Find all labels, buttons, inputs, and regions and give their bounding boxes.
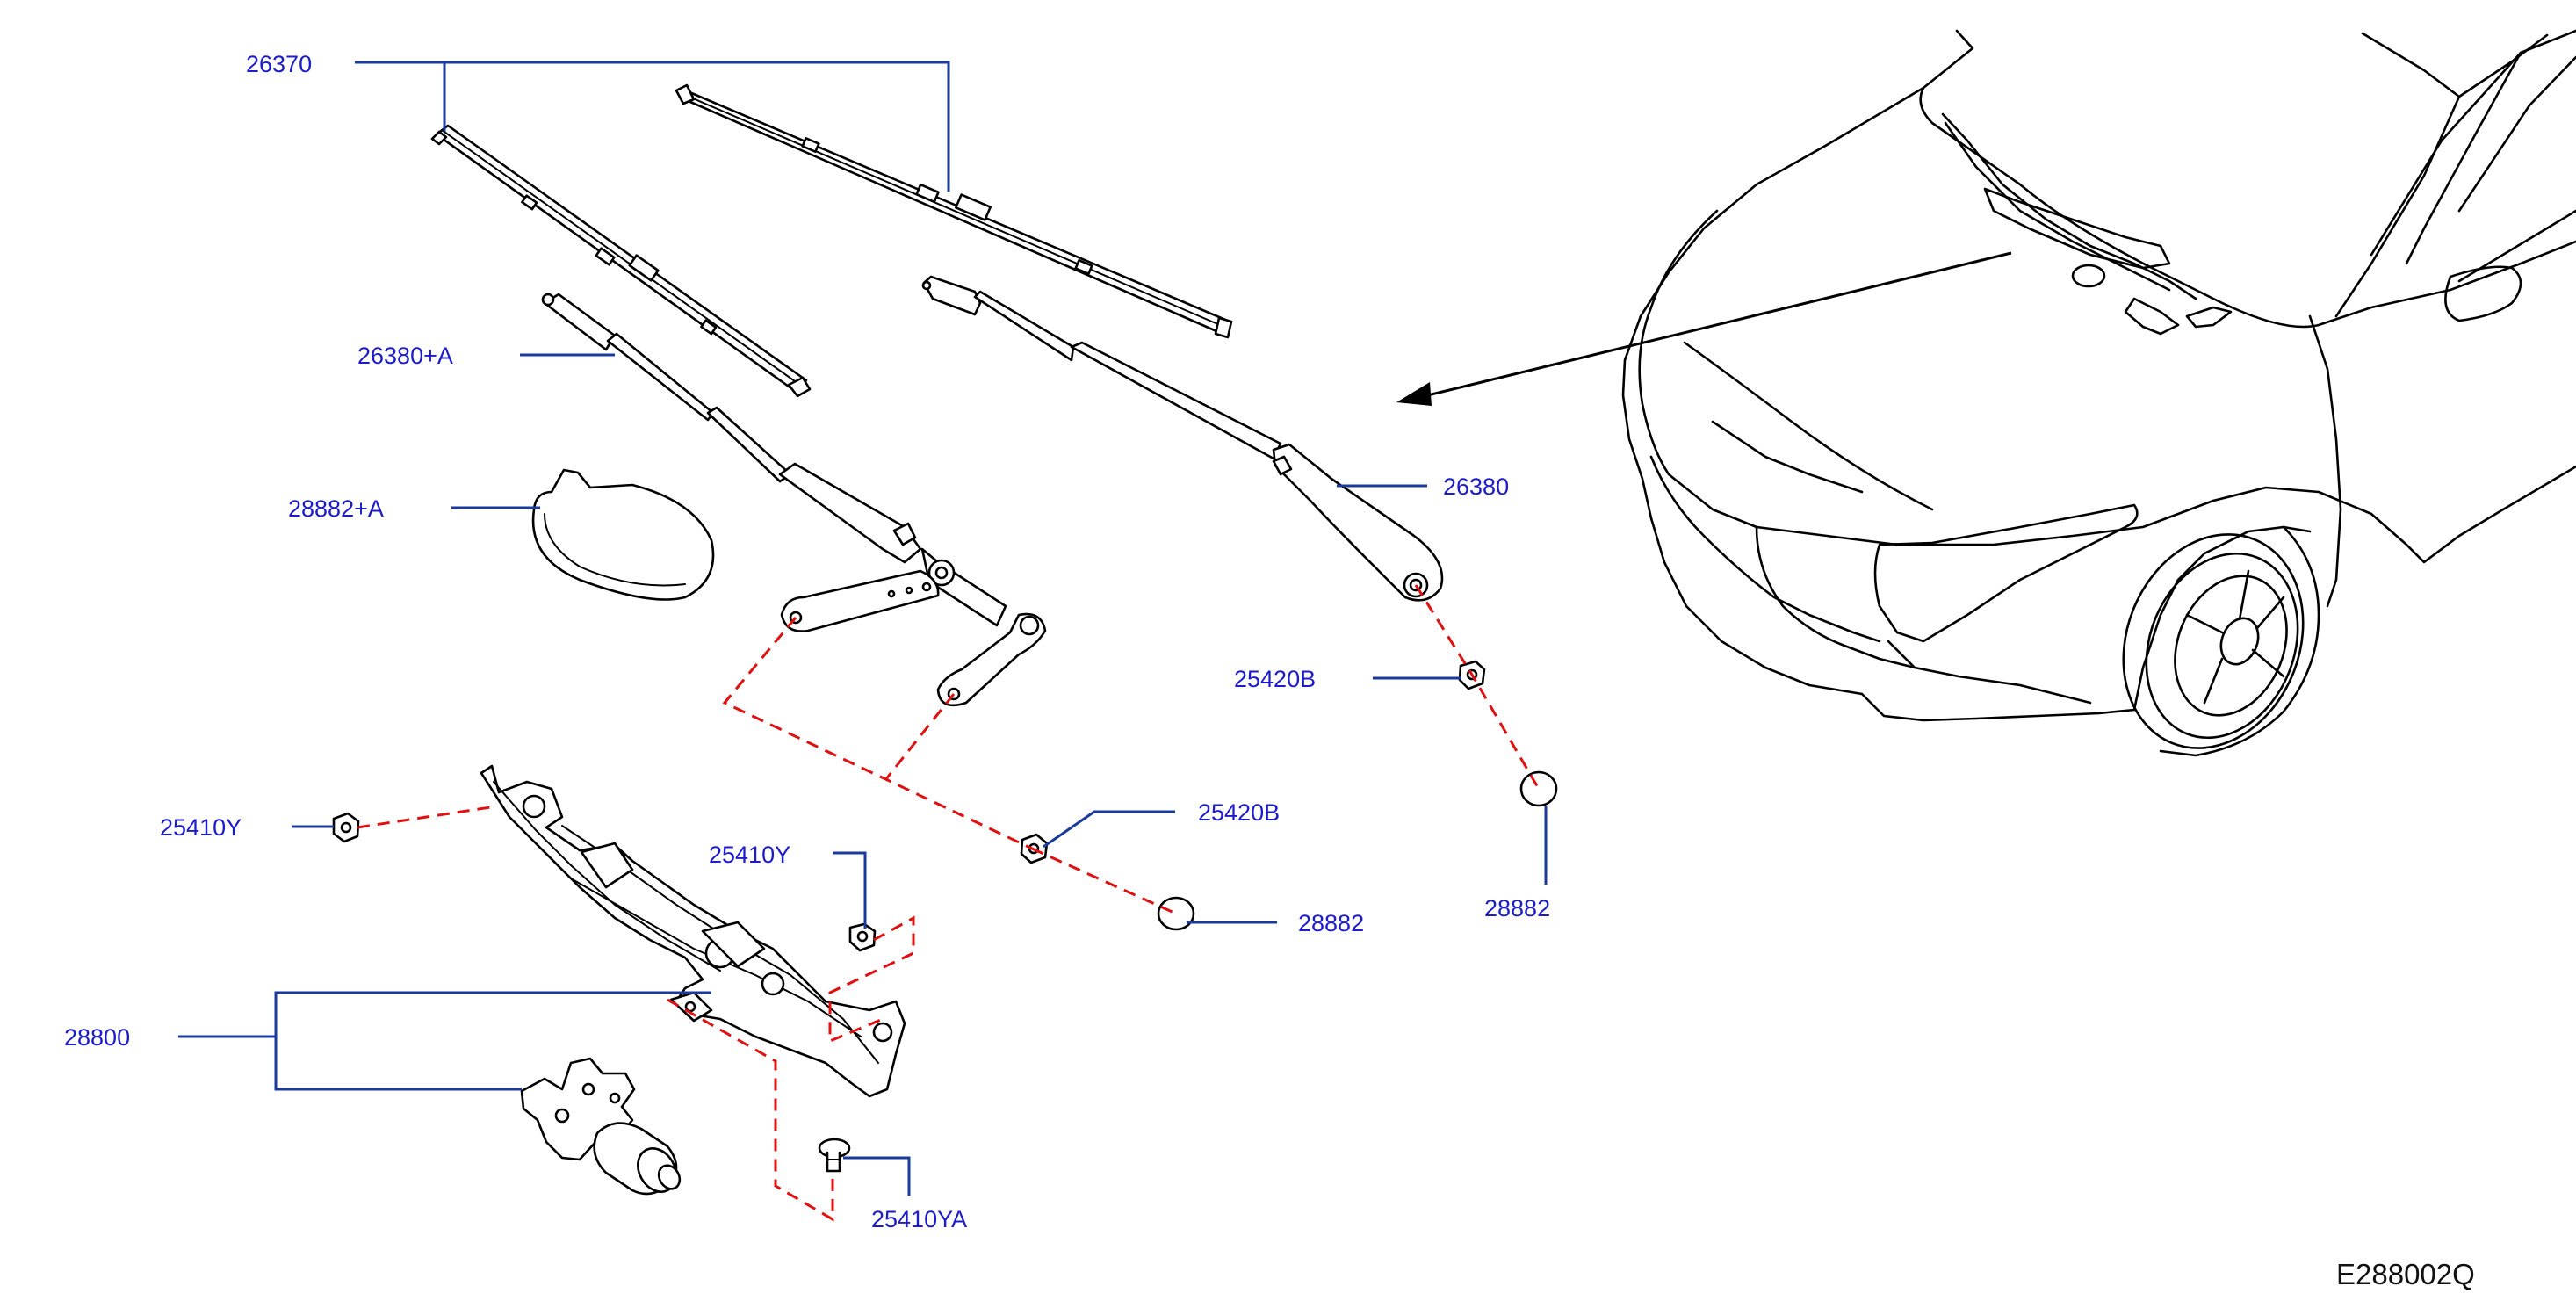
- wiper-arm-left: [541, 293, 1007, 627]
- label-28882-left: 28882: [1298, 910, 1364, 936]
- label-25420b-right: 25420B: [1234, 666, 1316, 692]
- label-28882-right: 28882: [1484, 895, 1550, 921]
- cap-28882-right: [1519, 770, 1558, 807]
- bolt-25410ya: [818, 1138, 851, 1173]
- wiper-motor: [520, 1057, 682, 1196]
- wiper-blade-right: [675, 83, 1233, 339]
- pivot-link: [780, 569, 1047, 707]
- nut-25410y-left: [332, 812, 360, 843]
- pivot-cover: [531, 468, 715, 601]
- leader-lines: [178, 61, 1548, 1196]
- label-28882a: 28882+A: [288, 495, 384, 522]
- label-26370: 26370: [246, 51, 312, 77]
- vehicle-front-view: [1621, 29, 2576, 757]
- label-25410y-center: 25410Y: [709, 842, 790, 868]
- location-arrow: [1396, 251, 2012, 406]
- label-25420b-left: 25420B: [1198, 799, 1280, 826]
- wiper-blade-left: [430, 124, 812, 398]
- connector-lines: [357, 584, 1541, 1222]
- nut-25410y-center: [848, 922, 877, 952]
- label-26380: 26380: [1443, 473, 1509, 500]
- cap-28882-left: [1157, 896, 1195, 931]
- label-25410ya: 25410YA: [871, 1206, 967, 1232]
- linkage-frame: [480, 764, 906, 1098]
- label-25410y-left: 25410Y: [160, 814, 242, 841]
- diagram-id: E288002Q: [2336, 1258, 2475, 1290]
- label-26380a: 26380+A: [357, 343, 453, 369]
- label-28800: 28800: [64, 1024, 130, 1051]
- wiper-arm-right: [921, 275, 1444, 602]
